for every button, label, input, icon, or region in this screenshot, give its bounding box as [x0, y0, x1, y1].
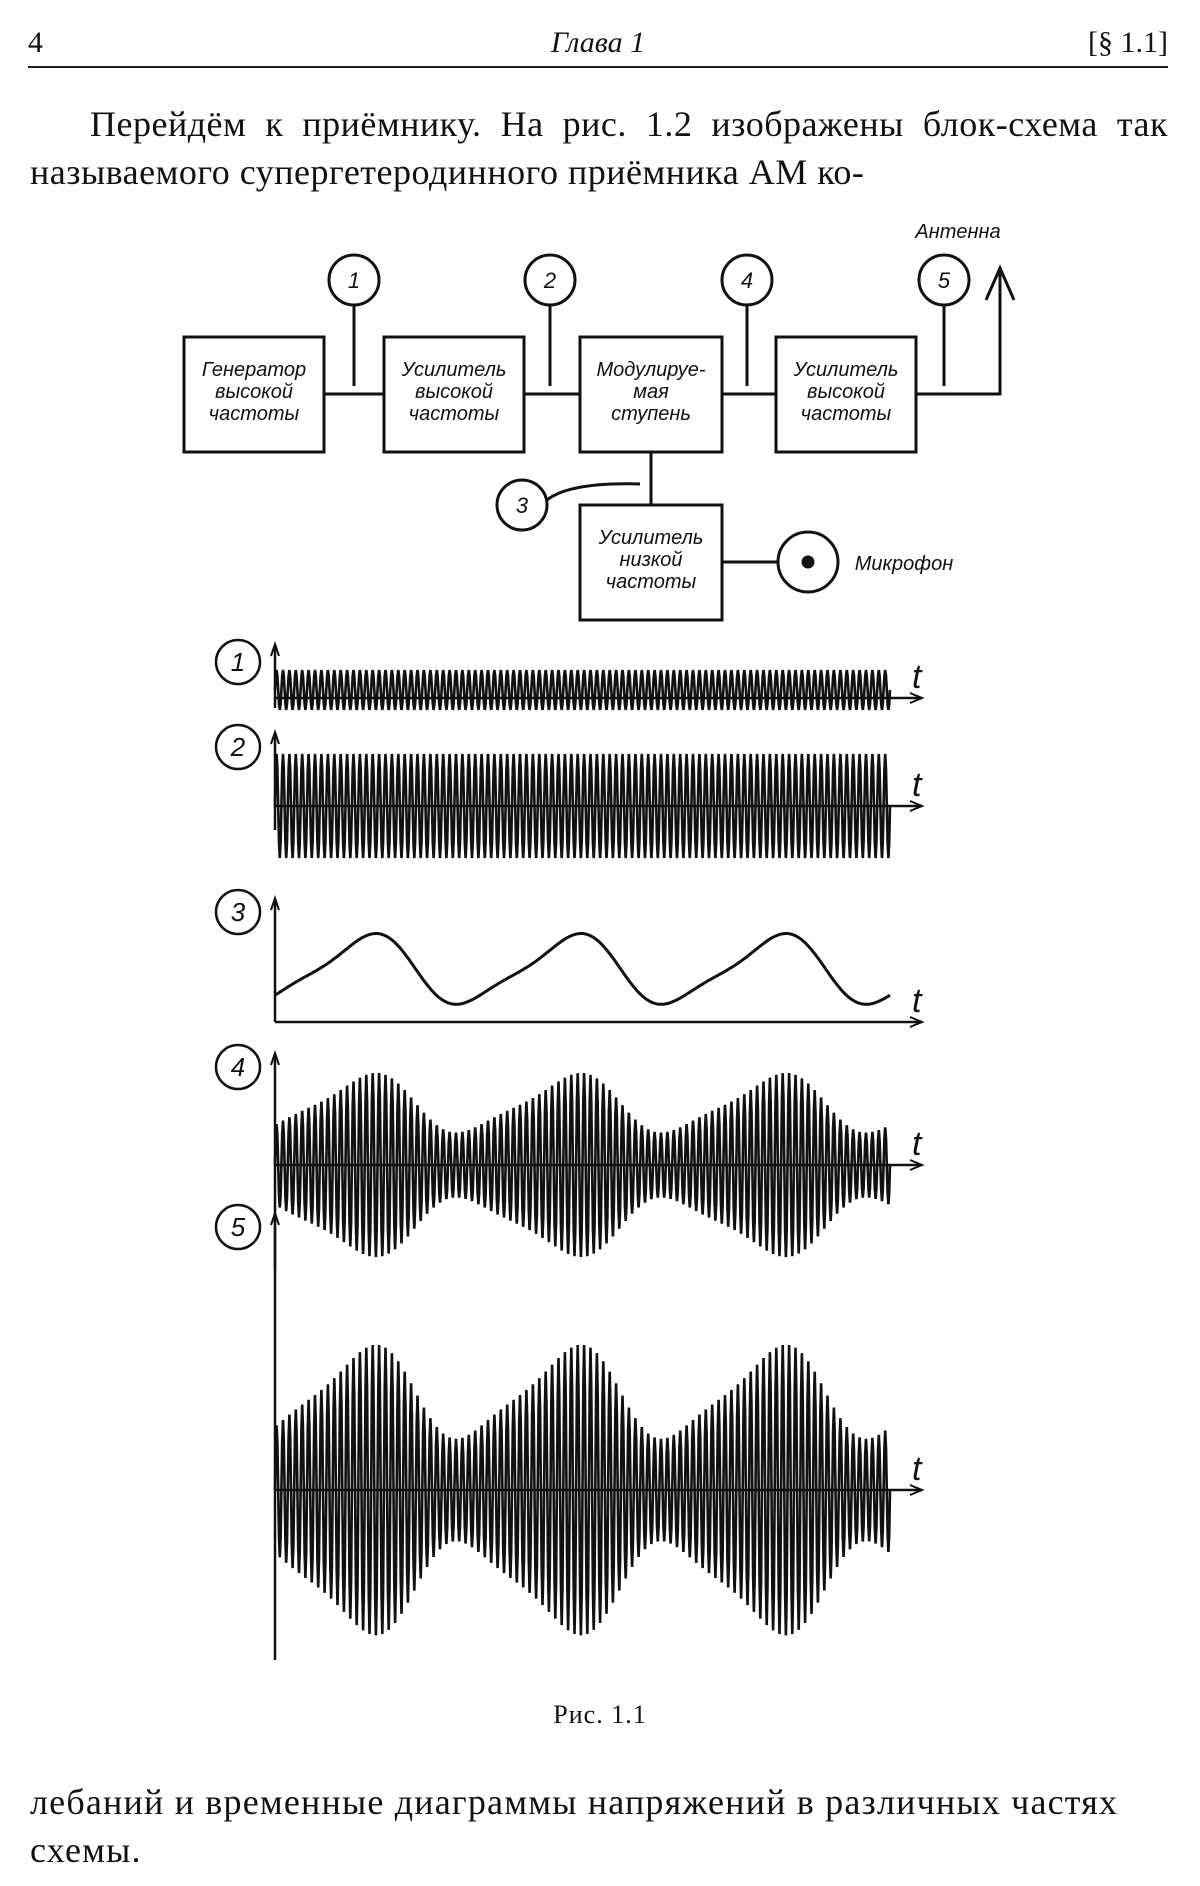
tp1-label: 1	[348, 268, 360, 293]
lf-amp-label-2: низкой	[619, 549, 682, 571]
mod-stage-label-2: мая	[633, 381, 669, 403]
lf-amp-label-3: частоты	[606, 571, 697, 593]
waveform	[275, 934, 890, 1005]
tp2-label: 2	[543, 268, 556, 293]
generator-label-2: высокой	[215, 381, 293, 403]
lf-amp-label-1: Усилитель	[598, 527, 704, 549]
waveform	[275, 754, 890, 858]
hf-amp-1-label-1: Усилитель	[401, 359, 507, 381]
probe-3	[547, 484, 640, 500]
axis-label-t: t	[912, 982, 923, 1020]
waveform	[275, 1345, 890, 1635]
tp4-label: 4	[741, 268, 753, 293]
antenna-label: Антенна	[914, 221, 1000, 243]
figure-caption: Рис. 1.1	[0, 1700, 1200, 1730]
microphone-label: Микрофон	[855, 553, 954, 575]
hf-amp-1-label-3: частоты	[409, 403, 500, 425]
hf-amp-2-label-1: Усилитель	[793, 359, 899, 381]
mod-stage-label-1: Модулируе-	[596, 359, 705, 381]
axis-label-t: t	[912, 766, 923, 804]
mod-stage-label-3: ступень	[611, 403, 691, 425]
paragraph-2: лебаний и временные диаграммы напряжений…	[30, 1778, 1168, 1874]
generator-label-3: частоты	[209, 403, 300, 425]
hf-amp-2-label-2: высокой	[807, 381, 885, 403]
waveform-plots: t 1 t 2 t 3 t 4 t 5	[216, 640, 923, 1660]
panel-number: 2	[230, 732, 246, 762]
panel-number: 4	[231, 1052, 245, 1082]
axis-label-t: t	[912, 658, 923, 696]
tp3-label: 3	[516, 493, 529, 518]
tp5-label: 5	[938, 268, 951, 293]
hf-amp-1-label-2: высокой	[415, 381, 493, 403]
antenna-feed	[916, 272, 1000, 394]
microphone-dot	[803, 557, 813, 567]
panel-number: 5	[231, 1212, 246, 1242]
waveform	[275, 1073, 890, 1257]
panel-number: 3	[231, 897, 246, 927]
generator-label-1: Генератор	[202, 359, 306, 381]
axis-label-t: t	[912, 1450, 923, 1488]
axis-label-t: t	[912, 1125, 923, 1163]
waveform	[275, 670, 890, 710]
panel-number: 1	[231, 647, 245, 677]
hf-amp-2-label-3: частоты	[801, 403, 892, 425]
figure-1-1: 1 2 4 5 3 Генератор высокой частоты Усил…	[0, 0, 1200, 1680]
